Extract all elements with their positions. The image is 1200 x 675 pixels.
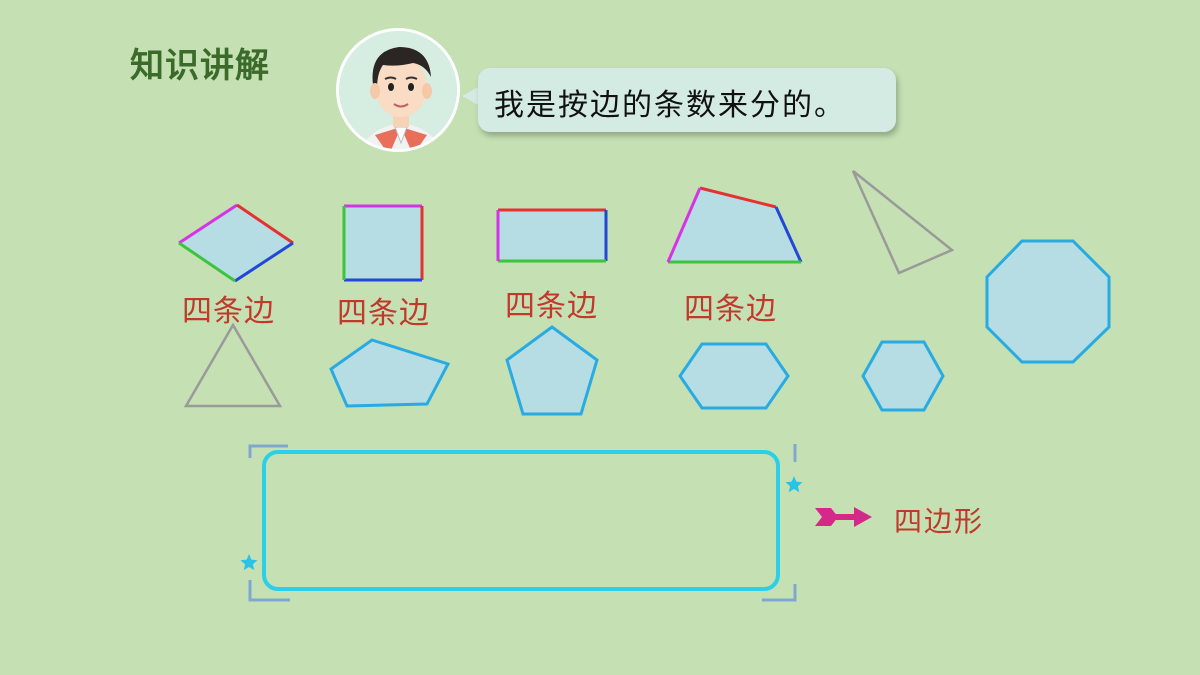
shape-label-square: 四条边 xyxy=(337,296,430,331)
trapezoid-shape[interactable] xyxy=(666,186,803,264)
answer-frame xyxy=(248,442,797,602)
shape-label-rectangle: 四条边 xyxy=(505,289,598,324)
irregular-pentagon-shape[interactable] xyxy=(329,338,451,408)
speech-bubble-tail xyxy=(462,86,480,106)
pentagon-shape[interactable] xyxy=(505,325,599,416)
rhombus-shape[interactable] xyxy=(178,203,294,283)
shape-label-rhombus: 四条边 xyxy=(182,294,275,329)
right-arrow-icon xyxy=(815,507,872,527)
boy-avatar-icon xyxy=(336,28,460,152)
star-icon xyxy=(785,476,803,493)
result-label: 四边形 xyxy=(894,505,985,538)
star-icon xyxy=(240,554,258,571)
hexagon-shape-wide[interactable] xyxy=(678,342,790,410)
speech-bubble: 我是按边的条数来分的。 xyxy=(478,68,896,132)
shape-label-trapezoid: 四条边 xyxy=(684,292,777,327)
triangle-shape-equilateral[interactable] xyxy=(183,322,283,408)
page-title: 知识讲解 xyxy=(130,46,270,86)
hexagon-shape[interactable] xyxy=(861,340,945,412)
triangle-shape-obtuse[interactable] xyxy=(851,170,955,275)
rectangle-shape[interactable] xyxy=(496,208,608,263)
square-shape[interactable] xyxy=(342,204,424,282)
octagon-shape[interactable] xyxy=(985,239,1111,364)
speech-text: 我是按边的条数来分的。 xyxy=(494,88,846,123)
